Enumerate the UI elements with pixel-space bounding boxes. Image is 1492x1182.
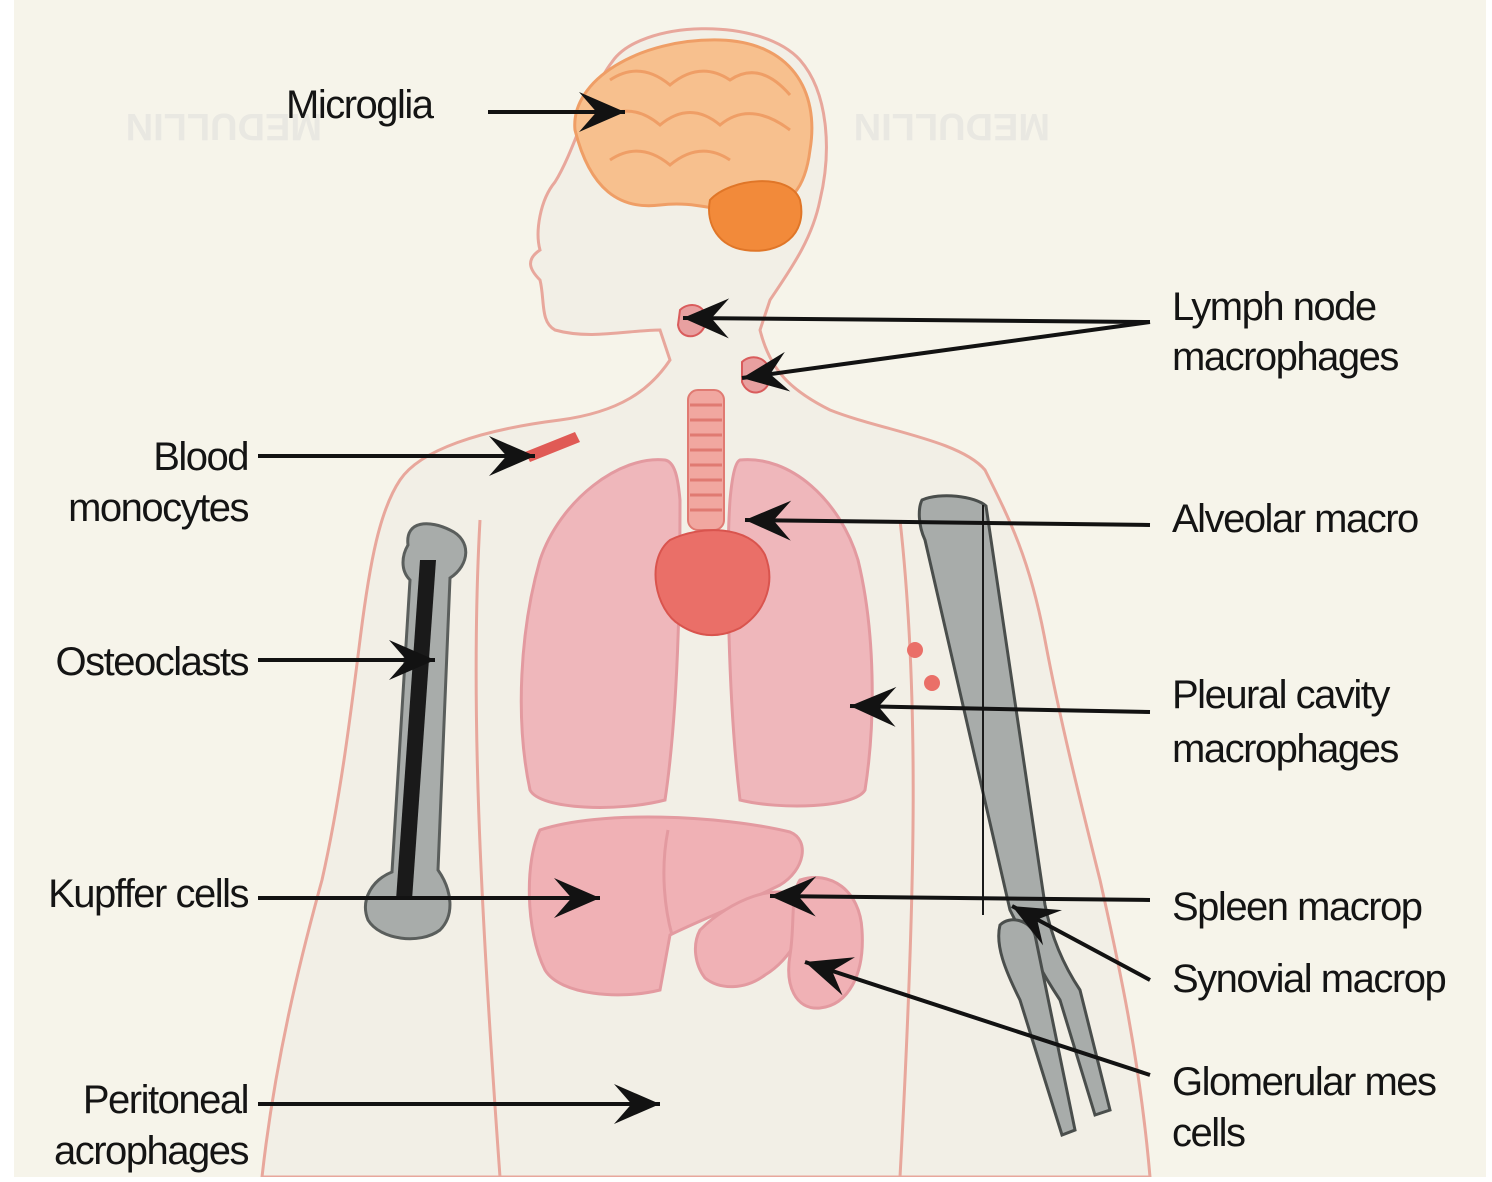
label-spleen: Spleen macrop xyxy=(1172,885,1422,929)
label-lymph-line2: macrophages xyxy=(1172,335,1398,379)
cerebellum xyxy=(709,181,801,251)
label-blood-line1: Blood xyxy=(153,435,248,479)
label-pleural-line2: macrophages xyxy=(1172,727,1398,771)
left-margin xyxy=(0,0,14,1177)
heart xyxy=(656,530,770,635)
label-synovial: Synovial macrop xyxy=(1172,957,1445,1001)
pleural-cell-2 xyxy=(924,675,940,691)
right-crop-edge xyxy=(1486,0,1492,1177)
label-microglia: Microglia xyxy=(286,83,435,127)
label-pleural-line1: Pleural cavity xyxy=(1172,673,1390,717)
pleural-cell-1 xyxy=(907,642,923,658)
bleed-through-right: MEDULLIN xyxy=(854,105,1050,147)
label-glomerular-line1: Glomerular mes xyxy=(1172,1060,1436,1104)
label-peritoneal-line1: Peritoneal xyxy=(83,1078,248,1122)
label-kupffer: Kupffer cells xyxy=(48,872,248,916)
label-lymph-line1: Lymph node xyxy=(1172,285,1376,329)
label-glomerular-line2: cells xyxy=(1172,1111,1245,1155)
label-alveolar: Alveolar macro xyxy=(1172,497,1418,541)
label-peritoneal-line2: acrophages xyxy=(54,1129,249,1173)
label-osteoclasts: Osteoclasts xyxy=(56,640,249,684)
label-blood-line2: monocytes xyxy=(68,486,248,530)
